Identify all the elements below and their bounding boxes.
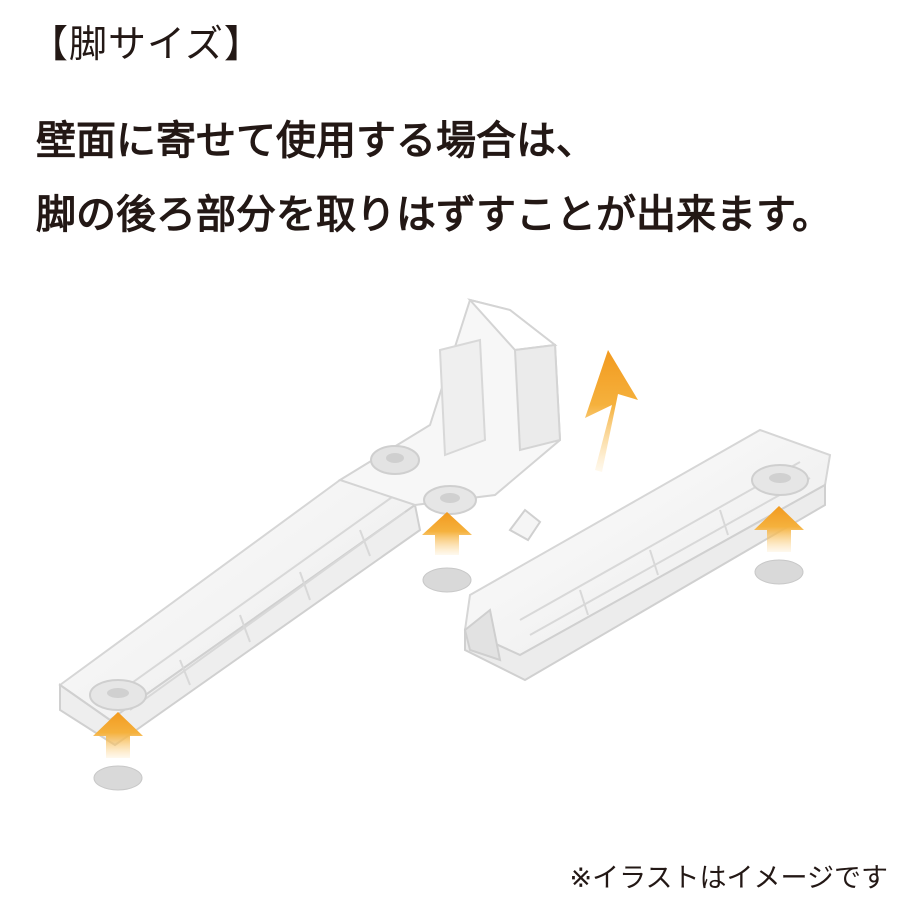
pad-arrow-icon	[93, 712, 143, 758]
front-leg-part	[58, 298, 562, 747]
headline-line-2: 脚の後ろ部分を取りはずすことが出来ます。	[36, 192, 832, 238]
pad-arrow-icon	[754, 506, 804, 552]
adjuster-pad	[93, 765, 143, 791]
leg-illustration	[58, 298, 832, 791]
section-label: 【脚サイズ】	[30, 21, 263, 66]
headline: 壁面に寄せて使用する場合は、 脚の後ろ部分を取りはずすことが出来ます。	[36, 104, 832, 252]
illustration-note: ※イラストはイメージです	[569, 863, 888, 894]
adjuster-pad	[754, 559, 804, 585]
adjuster-pad	[422, 567, 472, 593]
rear-leg-part	[463, 428, 832, 682]
remove-arrow-icon	[585, 350, 638, 472]
headline-line-1: 壁面に寄せて使用する場合は、	[36, 118, 596, 164]
pad-arrow-icon	[422, 512, 472, 555]
